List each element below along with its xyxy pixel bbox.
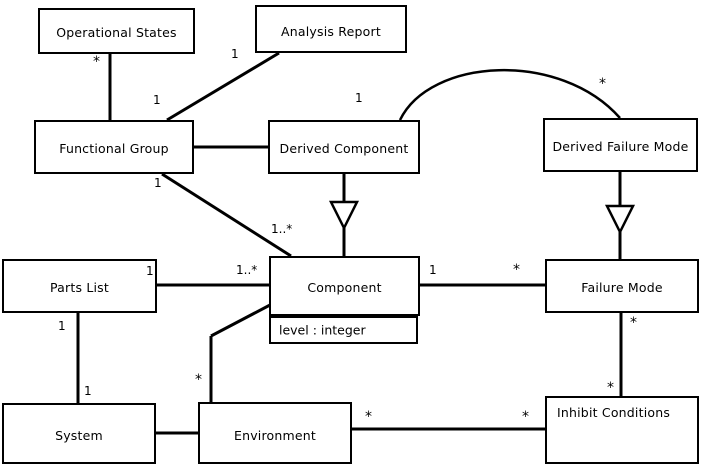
class-box-functional-group[interactable]: Functional Group: [34, 120, 194, 174]
multiplicity-analysisreport-1: 1: [231, 47, 239, 61]
multiplicity-derivedfailuremode-star: *: [599, 76, 606, 92]
multiplicity-inhibit-left-star: *: [522, 409, 529, 425]
class-attributes-component: level : integer: [269, 316, 418, 344]
multiplicity-system-top-1: 1: [84, 384, 92, 398]
class-box-parts-list[interactable]: Parts List: [2, 259, 157, 313]
multiplicity-derivedcomponent-1: 1: [355, 91, 363, 105]
class-name-inhibit-conditions: Inhibit Conditions: [557, 405, 671, 420]
multiplicity-inhibit-top-star: *: [607, 380, 614, 396]
class-name-functional-group: Functional Group: [59, 141, 169, 156]
edge-analysisreport-functionalgroup: [166, 51, 280, 122]
class-name-derived-failure-mode: Derived Failure Mode: [552, 139, 689, 154]
multiplicity-failuremode-bottom-star: *: [630, 315, 637, 331]
class-box-derived-failure-mode[interactable]: Derived Failure Mode: [543, 118, 698, 172]
class-box-system[interactable]: System: [2, 403, 156, 464]
attribute-component-level: level : integer: [279, 322, 366, 338]
multiplicity-partslist-1: 1: [146, 264, 154, 278]
class-box-inhibit-conditions[interactable]: Inhibit Conditions: [545, 396, 699, 464]
multiplicity-failuremode-left-star: *: [513, 262, 520, 278]
class-box-environment[interactable]: Environment: [198, 402, 352, 464]
multiplicity-environment-right-star: *: [365, 409, 372, 425]
edge-functionalgroup-component: [161, 172, 292, 258]
multiplicity-component-topleft: 1..*: [271, 222, 293, 236]
multiplicity-component-right-1: 1: [429, 263, 437, 277]
class-name-derived-component: Derived Component: [279, 141, 409, 156]
class-name-system: System: [55, 428, 103, 443]
class-name-failure-mode: Failure Mode: [581, 280, 663, 295]
edge-derivedcomponent-derivedfailuremode: [398, 69, 621, 121]
multiplicity-functionalgroup-top-1: 1: [153, 93, 161, 107]
class-box-component[interactable]: Component: [269, 256, 420, 316]
multiplicity-functionalgroup-bottom-1: 1: [154, 176, 162, 190]
multiplicity-partslist-bottom-1: 1: [58, 319, 66, 333]
class-name-operational-states: Operational States: [56, 25, 177, 40]
class-name-environment: Environment: [233, 428, 317, 443]
class-box-analysis-report[interactable]: Analysis Report: [255, 5, 407, 53]
multiplicity-opstates-star: *: [93, 54, 100, 70]
multiplicity-environment-star: *: [195, 372, 202, 388]
class-box-derived-component[interactable]: Derived Component: [268, 120, 420, 174]
multiplicity-component-left: 1..*: [236, 263, 258, 277]
class-name-component: Component: [307, 280, 382, 295]
generalization-derivedfailuremode-to-failuremode: [604, 172, 636, 259]
class-box-operational-states[interactable]: Operational States: [38, 8, 195, 54]
class-name-parts-list: Parts List: [49, 280, 109, 295]
edge-environment-component: [209, 303, 271, 402]
generalization-derivedcomponent-to-component: [328, 174, 360, 256]
class-name-analysis-report: Analysis Report: [281, 24, 381, 39]
class-box-failure-mode[interactable]: Failure Mode: [545, 259, 699, 313]
